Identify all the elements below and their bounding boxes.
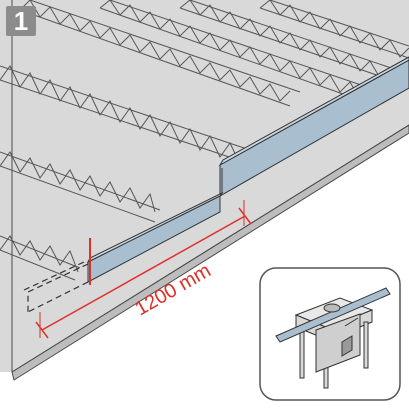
joist	[0, 235, 81, 281]
table-saw-icon	[275, 287, 391, 389]
new-edge-plate	[86, 191, 224, 283]
dimension-line	[35, 200, 252, 339]
joist	[0, 151, 161, 223]
joists	[0, 0, 409, 281]
step-number-badge: 1	[6, 6, 36, 36]
installed-edge-plate	[218, 56, 409, 197]
inset-panel	[259, 267, 401, 401]
deck-surface	[0, 0, 409, 372]
joist	[259, 0, 409, 59]
deck-edge-line	[11, 124, 409, 373]
cut-remainder-outline	[23, 261, 89, 313]
joist	[19, 0, 301, 107]
joist	[179, 0, 409, 87]
joist	[0, 65, 251, 165]
joist	[99, 0, 371, 101]
